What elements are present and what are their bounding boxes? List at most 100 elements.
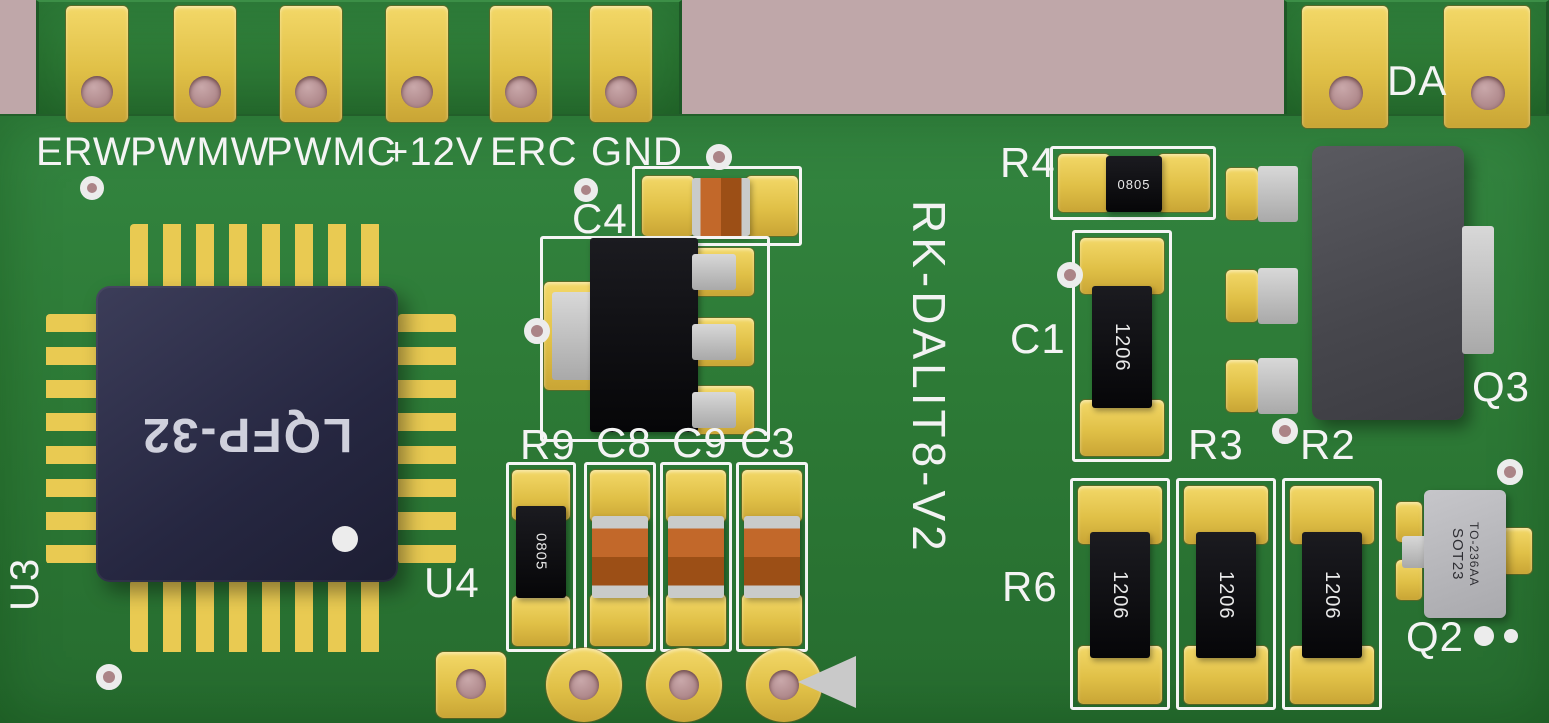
connector-pad-pwmc <box>280 6 342 122</box>
bottom-pad-2 <box>646 648 722 722</box>
r9-silkscreen <box>506 462 576 652</box>
r9-ref: R9 <box>520 421 576 468</box>
c8-body <box>592 516 648 598</box>
q3-ref: Q3 <box>1472 363 1531 410</box>
c8-pad-top <box>590 470 650 522</box>
c8-pad-bottom <box>590 594 650 646</box>
q3-body <box>1312 146 1464 420</box>
q2-body: SOT23 TO-236AA <box>1424 490 1506 618</box>
ic-pins-left <box>46 314 102 564</box>
small-footprint-3-body <box>1258 358 1298 414</box>
r2-marking: 1206 <box>1321 570 1343 620</box>
pad-hole <box>1471 76 1505 110</box>
connector-pad-12v <box>386 6 448 122</box>
small-footprint-1-pad <box>1226 168 1258 220</box>
via <box>1272 418 1298 444</box>
r9-body: 0805 <box>516 506 566 598</box>
q2-marking-line1: SOT23 <box>1449 527 1466 581</box>
pad-hole <box>81 76 113 108</box>
q3-tab <box>1462 226 1494 354</box>
q2-pad-left-1 <box>1396 502 1422 542</box>
sot223-body <box>590 238 698 432</box>
c8-silkscreen <box>584 462 656 652</box>
connector-label-da: DA <box>1387 57 1448 104</box>
c3-pad-top <box>742 470 802 522</box>
q2-pad-right <box>1502 528 1532 574</box>
connector-label-pwmw: PWMW <box>130 130 270 174</box>
ic-pins-top <box>130 224 382 294</box>
c3-body <box>744 516 800 598</box>
pad-hole <box>189 76 221 108</box>
connector-label-erw: ERW <box>36 130 132 174</box>
pad-hole <box>505 76 537 108</box>
connector-pad-pwmw <box>174 6 236 122</box>
ic-pins-right <box>398 314 456 564</box>
c9-ref: C9 <box>672 419 728 466</box>
connector-pad-da-1 <box>1302 6 1388 128</box>
pad-hole <box>1329 76 1363 110</box>
via <box>1497 459 1523 485</box>
via <box>574 178 598 202</box>
r6-ref: R6 <box>1002 563 1058 610</box>
q2-lead <box>1402 536 1428 568</box>
c1-ref: C1 <box>1010 315 1066 362</box>
c8-ref: C8 <box>596 419 652 466</box>
r3-marking: 1206 <box>1215 570 1237 620</box>
c9-body <box>668 516 724 598</box>
connector-label-gnd: GND <box>591 130 683 174</box>
sot223-lead-3 <box>692 392 736 428</box>
c3-pad-bottom <box>742 594 802 646</box>
c3-ref: C3 <box>740 419 796 466</box>
r6-silkscreen <box>1070 478 1170 710</box>
small-footprint-3-pad <box>1226 360 1258 412</box>
r4-ref: R4 <box>1000 139 1056 186</box>
pin1-marker-dot <box>332 526 358 552</box>
connector-pad-gnd <box>590 6 652 122</box>
r6-body: 1206 <box>1090 532 1150 658</box>
pad-hole <box>605 76 637 108</box>
c1-body: 1206 <box>1092 286 1152 408</box>
c4-pad-right <box>746 176 798 236</box>
board-title: RK-DALIT8-V2 <box>903 200 955 555</box>
test-point-dot <box>1504 629 1518 643</box>
connector-label-12v: +12V <box>385 130 484 174</box>
sot223-lead-1 <box>692 254 736 290</box>
ic-u3-body: LQFP-32 <box>96 286 398 582</box>
r3-silkscreen <box>1176 478 1276 710</box>
ic-ref-u4: U4 <box>424 559 480 606</box>
r9-pad-bottom <box>512 596 570 646</box>
r3-ref: R3 <box>1188 421 1244 468</box>
c1-pad-bottom <box>1080 400 1164 456</box>
connector-pad-erc <box>490 6 552 122</box>
connector-label-erc: ERC <box>490 130 578 174</box>
via <box>524 318 550 344</box>
via <box>1057 262 1083 288</box>
r4-marking: 0805 <box>1117 176 1151 192</box>
r2-ref: R2 <box>1300 421 1356 468</box>
pad-hole <box>456 669 486 699</box>
via <box>96 664 122 690</box>
c1-pad-top <box>1080 238 1164 294</box>
c1-marking: 1206 <box>1111 322 1133 372</box>
c4-pad-left <box>642 176 694 236</box>
pad-hole <box>669 670 699 700</box>
c4-ref: C4 <box>572 195 628 242</box>
bottom-pad-square <box>436 652 506 718</box>
q2-marking-line2: TO-236AA <box>1467 521 1481 587</box>
test-point-dot <box>1474 626 1494 646</box>
r2-body: 1206 <box>1302 532 1362 658</box>
q2-ref: Q2 <box>1406 613 1465 660</box>
small-footprint-2-pad <box>1226 270 1258 322</box>
pad-hole <box>769 670 799 700</box>
r2-silkscreen <box>1282 478 1382 710</box>
r4-pad-left <box>1058 154 1110 212</box>
small-footprint-1-body <box>1258 166 1298 222</box>
c1-silkscreen <box>1072 230 1172 462</box>
r4-pad-right <box>1158 154 1210 212</box>
c4-body <box>692 178 750 236</box>
bottom-pad-1 <box>546 648 622 722</box>
board-tab-left <box>36 0 682 122</box>
ic-pins-bottom <box>130 580 382 652</box>
small-footprint-2-body <box>1258 268 1298 324</box>
